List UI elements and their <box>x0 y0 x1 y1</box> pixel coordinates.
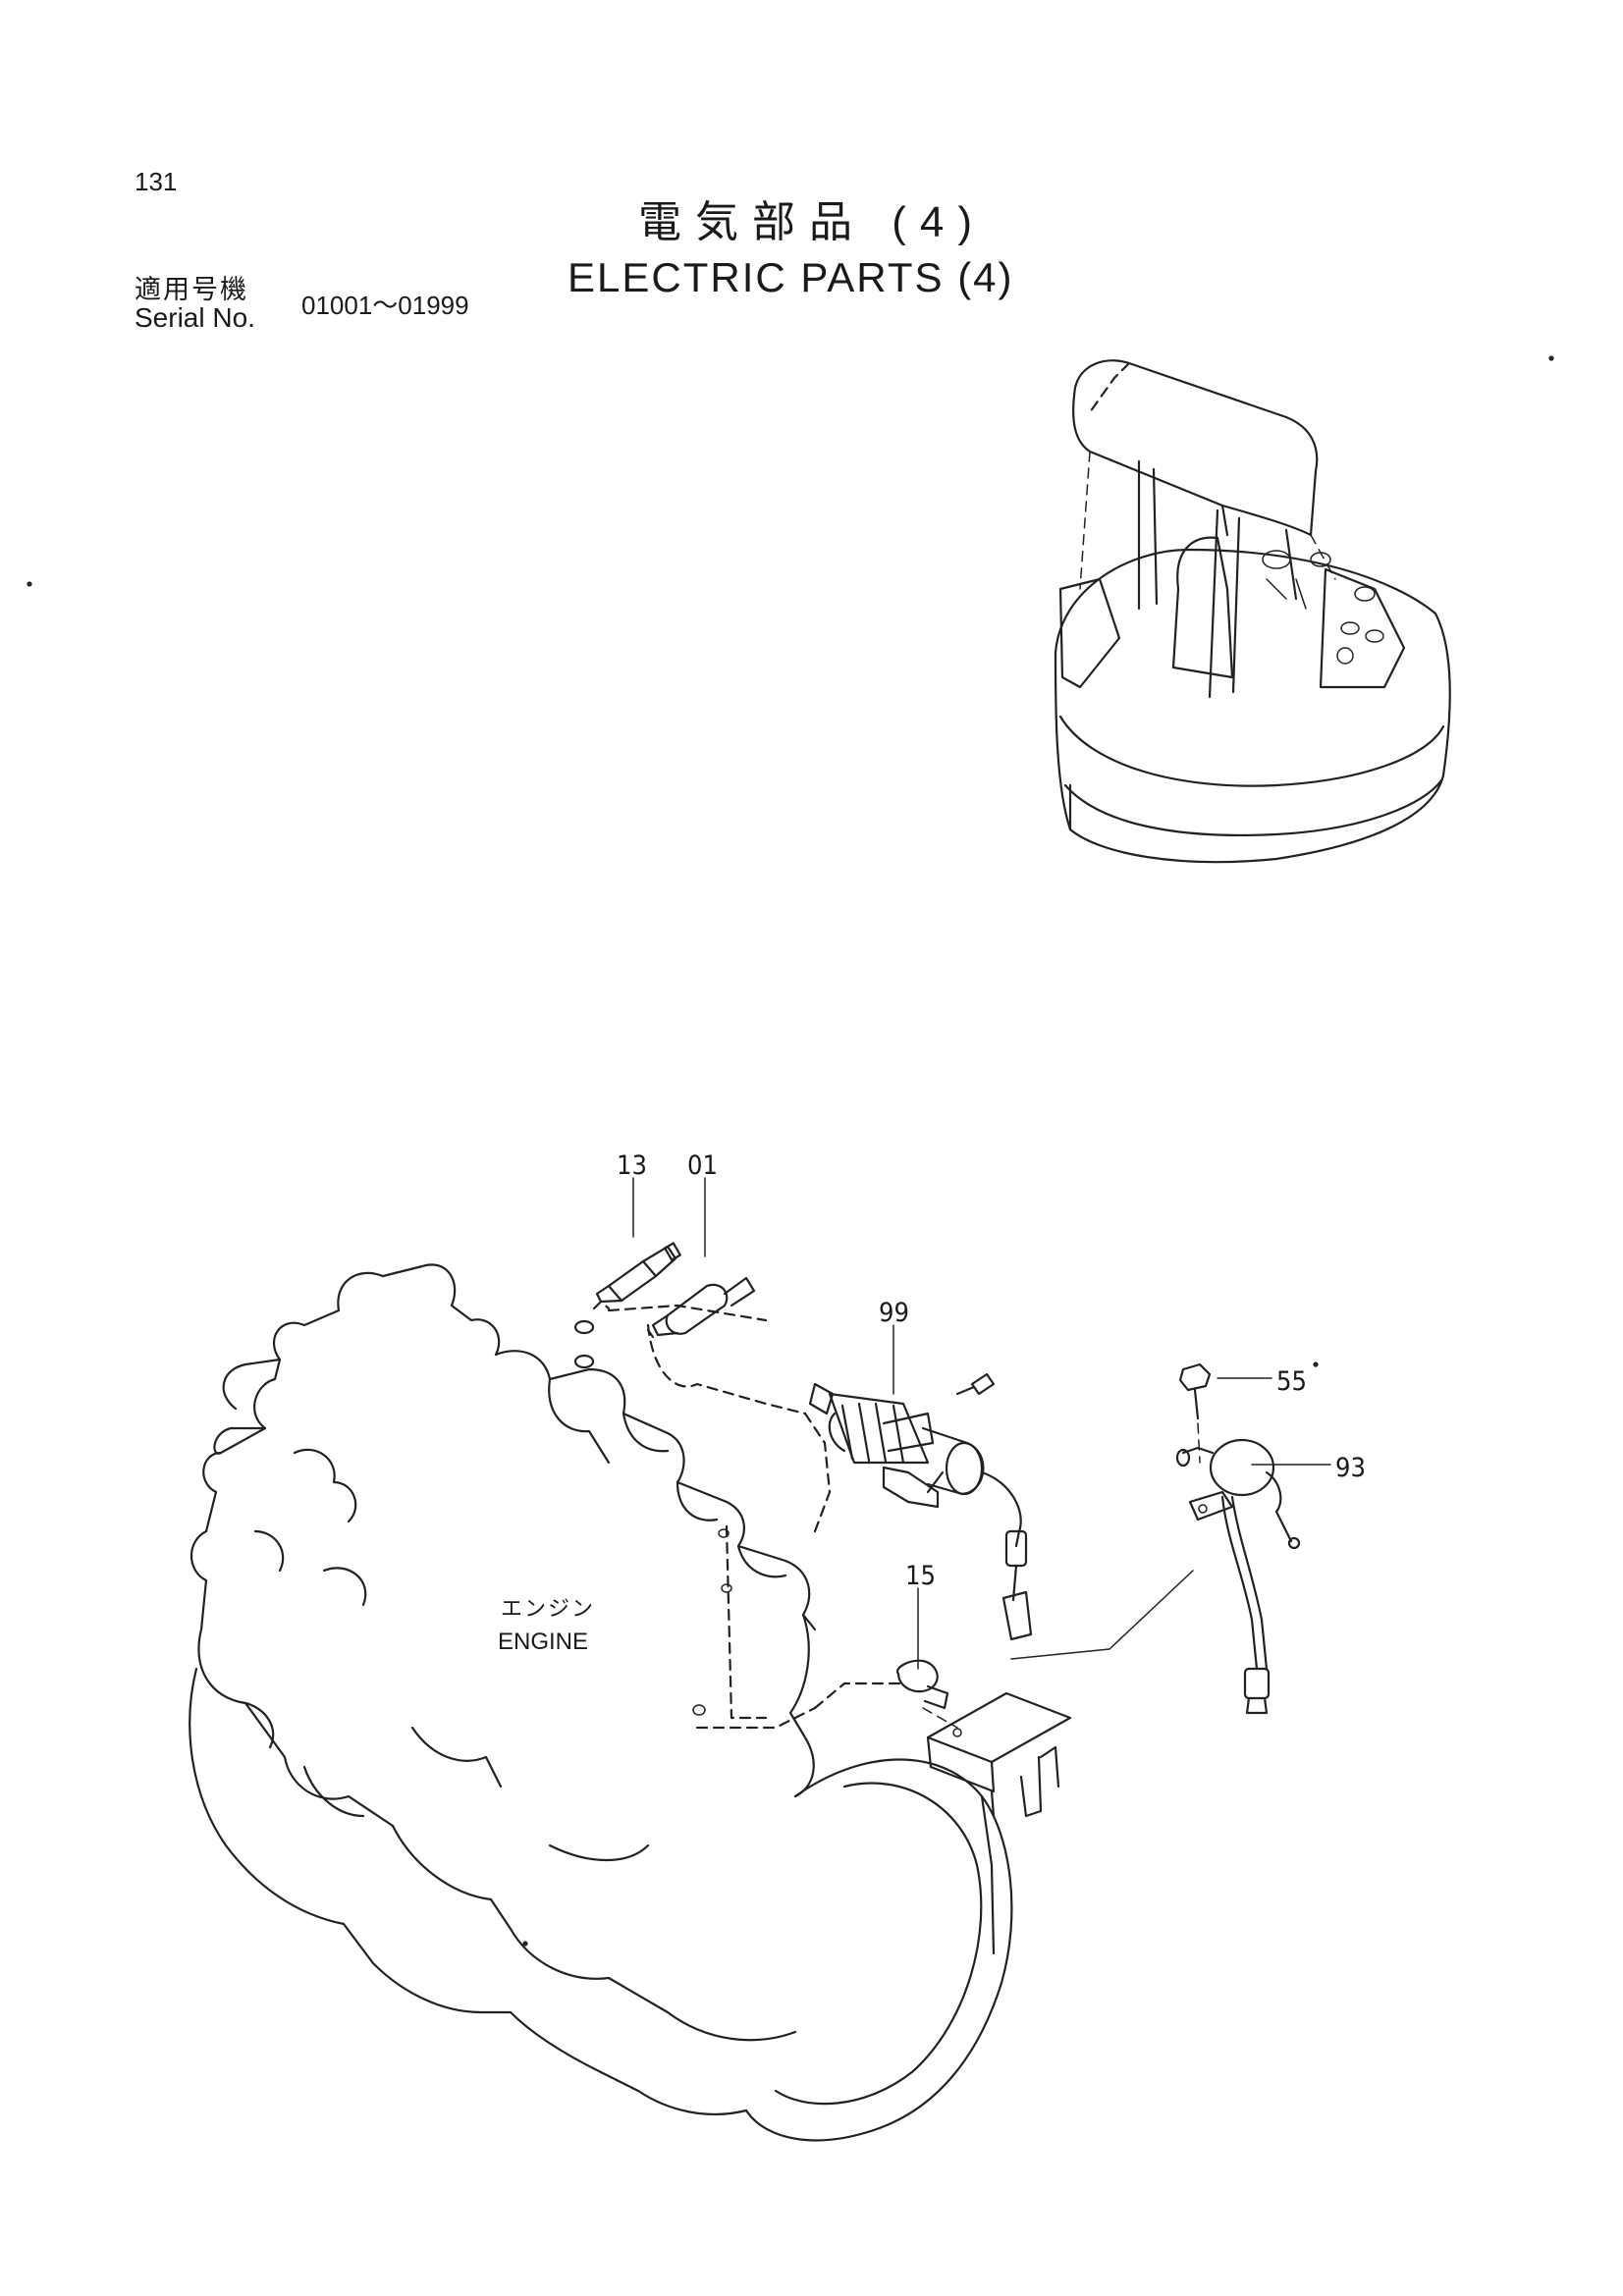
part-15-pressure-switch <box>895 1587 1072 1818</box>
part-55-93-assembly <box>1010 1362 1331 1715</box>
serial-label-japanese: 適用号機 <box>135 275 248 304</box>
part-13-01-sensors <box>595 1177 756 1339</box>
serial-label-english: Serial No. <box>135 302 255 333</box>
page-title-english: ELECTRIC PARTS (4) <box>568 254 1014 300</box>
page-number: 131 <box>135 167 178 196</box>
page-title-japanese: 電気部品 (4) <box>638 198 986 246</box>
machine-overview-illustration <box>1054 359 1451 864</box>
callout-15: 15 <box>905 1561 936 1591</box>
callout-13: 13 <box>617 1150 647 1181</box>
serial-range: 01001～01999 <box>301 291 469 320</box>
part-99-solenoid <box>808 1324 1033 1641</box>
callout-01: 01 <box>687 1150 718 1181</box>
engine-illustration <box>189 1263 1013 2142</box>
engine-label-english: ENGINE <box>498 1629 589 1655</box>
callout-99: 99 <box>879 1298 909 1328</box>
engine-label-japanese: エンジン <box>501 1596 596 1621</box>
callout-55: 55 <box>1276 1366 1307 1397</box>
callout-93: 93 <box>1335 1453 1366 1483</box>
